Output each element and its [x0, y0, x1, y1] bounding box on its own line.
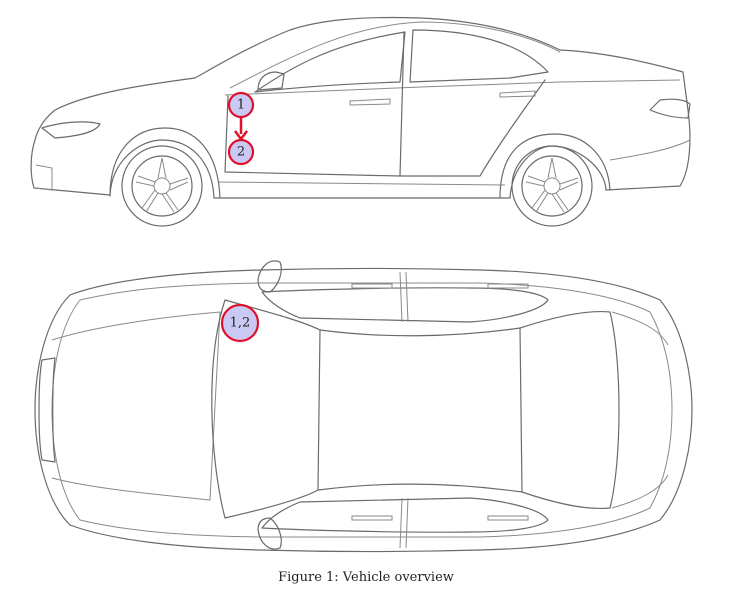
marker-side-2[interactable]: 2 — [227, 138, 255, 166]
side-taillight — [649, 98, 691, 119]
marker-side-2-label: 2 — [237, 145, 245, 160]
side-mirror — [257, 71, 285, 91]
top-lower-door-split — [399, 497, 409, 549]
figure-caption: Figure 1: Vehicle overview — [278, 570, 454, 585]
marker-top-1-2[interactable]: 1,2 — [220, 303, 260, 343]
side-headlight — [41, 121, 101, 139]
marker-side-1-label: 1 — [237, 98, 245, 113]
top-upper-door-split — [399, 271, 409, 323]
top-upper-handle-2 — [487, 283, 529, 289]
side-roof-line — [229, 21, 561, 89]
top-windshield — [211, 299, 321, 519]
side-front-wheel — [121, 145, 203, 227]
side-sill — [217, 181, 506, 186]
side-rear-door — [399, 79, 546, 177]
side-rear-arch — [499, 133, 611, 199]
top-lower-handle-1 — [351, 515, 393, 521]
top-roof — [317, 327, 523, 493]
side-view-car — [30, 16, 691, 199]
side-belt-line — [224, 79, 681, 96]
top-lower-mirror — [257, 517, 282, 550]
side-front-window — [254, 31, 406, 93]
top-upper-side-glass — [261, 287, 549, 323]
top-inner-outline — [51, 282, 673, 538]
top-view-car — [34, 260, 693, 553]
side-front-arch — [109, 127, 221, 199]
side-front-bumper — [35, 164, 53, 191]
side-front-door — [224, 31, 405, 177]
top-trunk — [611, 311, 669, 509]
side-front-handle — [349, 98, 391, 106]
marker-top-1-2-label: 1,2 — [230, 316, 251, 331]
top-rear-window — [519, 311, 620, 509]
side-rear-wheel — [511, 145, 593, 227]
side-body-outline — [30, 16, 691, 199]
side-rear-bumper — [609, 139, 691, 161]
side-rear-handle — [499, 90, 536, 98]
top-lower-side-glass — [261, 497, 549, 533]
top-hood — [51, 311, 221, 501]
damage-markers: 1 2 1,2 — [220, 91, 260, 343]
marker-side-1[interactable]: 1 — [227, 91, 255, 119]
top-upper-mirror — [257, 260, 282, 293]
top-front-bumper — [38, 357, 56, 463]
side-rear-window — [409, 29, 549, 83]
top-body-outline — [34, 267, 693, 553]
top-upper-handle-1 — [351, 283, 393, 289]
top-lower-handle-2 — [487, 515, 529, 521]
